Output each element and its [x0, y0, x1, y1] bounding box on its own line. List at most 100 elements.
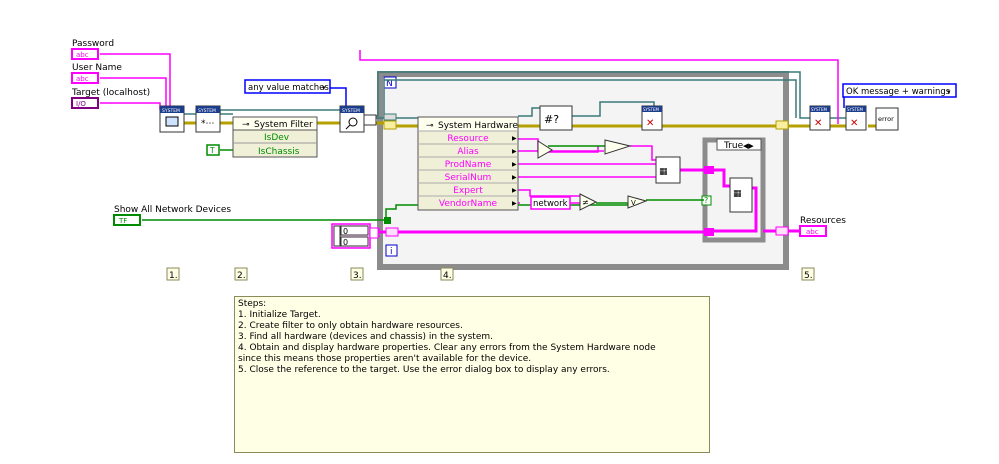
filter-create-icon: *⋯: [201, 119, 215, 129]
error-dialog-node[interactable]: error: [875, 107, 899, 131]
error-dialog-text: error: [878, 115, 894, 123]
close-session-x-icon: ✕: [850, 118, 858, 129]
ref-tunnel-in: [383, 113, 397, 121]
property-help-node[interactable]: #?: [539, 105, 573, 131]
step-label-box: [350, 267, 364, 281]
property-arrow-icon: ▶: [512, 148, 517, 155]
target-type-tag: I/O: [76, 100, 86, 108]
case-tunnel-in: [704, 166, 714, 174]
filter-isdev: IsDev: [264, 133, 290, 143]
user-name-label: User Name: [72, 63, 122, 73]
init-system-text: SYSTEM: [162, 108, 180, 114]
step-label-box: [166, 267, 180, 281]
true-constant[interactable]: T: [206, 144, 220, 156]
any-value-matches-constant[interactable]: any value matches ▾: [244, 79, 331, 94]
error-handler-dropdown-icon: ▾: [947, 88, 951, 96]
not-equal-node[interactable]: ≠: [579, 193, 598, 211]
or-symbol: V: [631, 199, 636, 207]
steps-notes: Steps:1. Initialize Target.2. Create fil…: [234, 296, 710, 453]
create-filter-node[interactable]: SYSTEM *⋯: [195, 105, 221, 133]
show-all-type-tag: TF: [118, 217, 127, 225]
case-tunnel-out: [704, 228, 714, 236]
loop-iteration-terminal: [385, 244, 398, 257]
step-labels: 1.2.3.4.5.: [166, 267, 815, 281]
any-value-text: any value matches: [248, 83, 329, 93]
filter-link-icon: ⊸: [242, 120, 250, 130]
step-label-3: 3.: [353, 271, 362, 281]
notes-line: 1. Initialize Target.: [238, 310, 321, 320]
resources-indicator[interactable]: abc: [799, 225, 827, 237]
enum-dropdown-icon: ▾: [322, 84, 326, 92]
show-all-label: Show All Network Devices: [114, 205, 231, 215]
compare-node[interactable]: [604, 139, 632, 155]
property-resource: Resource: [447, 134, 489, 144]
string-tunnel-out: [775, 226, 789, 236]
network-constant[interactable]: network: [530, 196, 571, 210]
true-constant-text: T: [209, 146, 215, 155]
close-session-node[interactable]: SYSTEM ✕: [845, 105, 867, 131]
filter-system-text: SYSTEM: [198, 108, 216, 114]
list-icon: [363, 114, 377, 126]
close-ref-system-text: SYSTEM: [811, 107, 827, 112]
clear-system-text: SYSTEM: [643, 107, 659, 112]
network-text: network: [533, 199, 568, 209]
close-reference-node[interactable]: SYSTEM ✕: [809, 105, 831, 131]
step-label-box: [801, 267, 815, 281]
close-x-icon: ✕: [646, 118, 654, 129]
string-wires: [100, 50, 839, 237]
bundle-array-node[interactable]: ▦: [729, 177, 753, 213]
bool-tunnel-in: [384, 217, 391, 224]
not-equal-string-node[interactable]: [537, 140, 553, 159]
target-label: Target (localhost): [71, 88, 150, 98]
target-control[interactable]: I/O: [71, 97, 99, 109]
property-arrow-icon: ▶: [512, 135, 517, 142]
password-type-tag: abc: [76, 51, 89, 59]
build-array-node[interactable]: ▦: [655, 156, 681, 184]
property-arrow-icon: ▶: [512, 187, 517, 194]
clear-errors-node[interactable]: SYSTEM ✕: [641, 105, 663, 131]
notes-line: 4. Obtain and display hardware propertie…: [238, 343, 656, 353]
array-value-1: 0: [343, 238, 348, 247]
error-tunnel-in: [383, 120, 397, 130]
error-handler-constant[interactable]: OK message + warnings ▾: [842, 83, 957, 98]
password-control[interactable]: abc: [71, 48, 99, 60]
property-expert: Expert: [453, 186, 483, 196]
system-hardware-title: System Hardware: [438, 121, 518, 131]
notes-line: 5. Close the reference to the target. Us…: [238, 365, 610, 375]
find-hardware-node[interactable]: SYSTEM: [339, 105, 377, 133]
notes-line: 2. Create filter to only obtain hardware…: [238, 321, 463, 331]
property-vendorname: VendorName: [439, 199, 498, 209]
step-label-box: [234, 267, 248, 281]
step-label-4: 4.: [443, 271, 452, 281]
case-arrows-icon[interactable]: ◀▶: [743, 142, 754, 150]
numeric-array-constant[interactable]: 0 0: [331, 223, 379, 249]
property-prodname: ProdName: [445, 160, 492, 170]
step-label-5: 5.: [804, 271, 813, 281]
case-selector-label: [716, 138, 762, 151]
user-name-control[interactable]: abc: [71, 72, 99, 84]
notes-line: since this means those properties aren't…: [238, 354, 532, 364]
initialize-target-node[interactable]: SYSTEM: [159, 105, 185, 133]
not-equal-symbol: ≠: [582, 198, 589, 207]
error-wires: [184, 121, 876, 128]
resources-type-tag: abc: [806, 228, 819, 236]
step-label-2: 2.: [237, 271, 246, 281]
show-all-control[interactable]: TF: [113, 214, 141, 226]
case-value-text: True: [723, 141, 744, 151]
hardware-link-icon: ⊸: [426, 121, 434, 131]
property-arrow-icon: ▶: [512, 174, 517, 181]
or-node[interactable]: V: [627, 195, 648, 209]
system-filter-title: System Filter: [254, 120, 313, 130]
build-array-icon: ▦: [659, 167, 668, 177]
system-hardware-node[interactable]: ⊸ System Hardware Resource▶Alias▶ProdNam…: [417, 116, 519, 211]
filter-ischassis: IsChassis: [258, 147, 300, 157]
resources-label: Resources: [800, 216, 846, 226]
system-filter-node[interactable]: ⊸ System Filter IsDev IsChassis: [232, 116, 318, 158]
hash-question-icon: #?: [544, 113, 559, 126]
close-ref-x-icon: ✕: [814, 118, 822, 129]
error-tunnel-out: [775, 120, 789, 130]
monitor-icon: [165, 116, 179, 127]
find-system-text: SYSTEM: [342, 108, 360, 114]
user-name-type-tag: abc: [76, 75, 89, 83]
